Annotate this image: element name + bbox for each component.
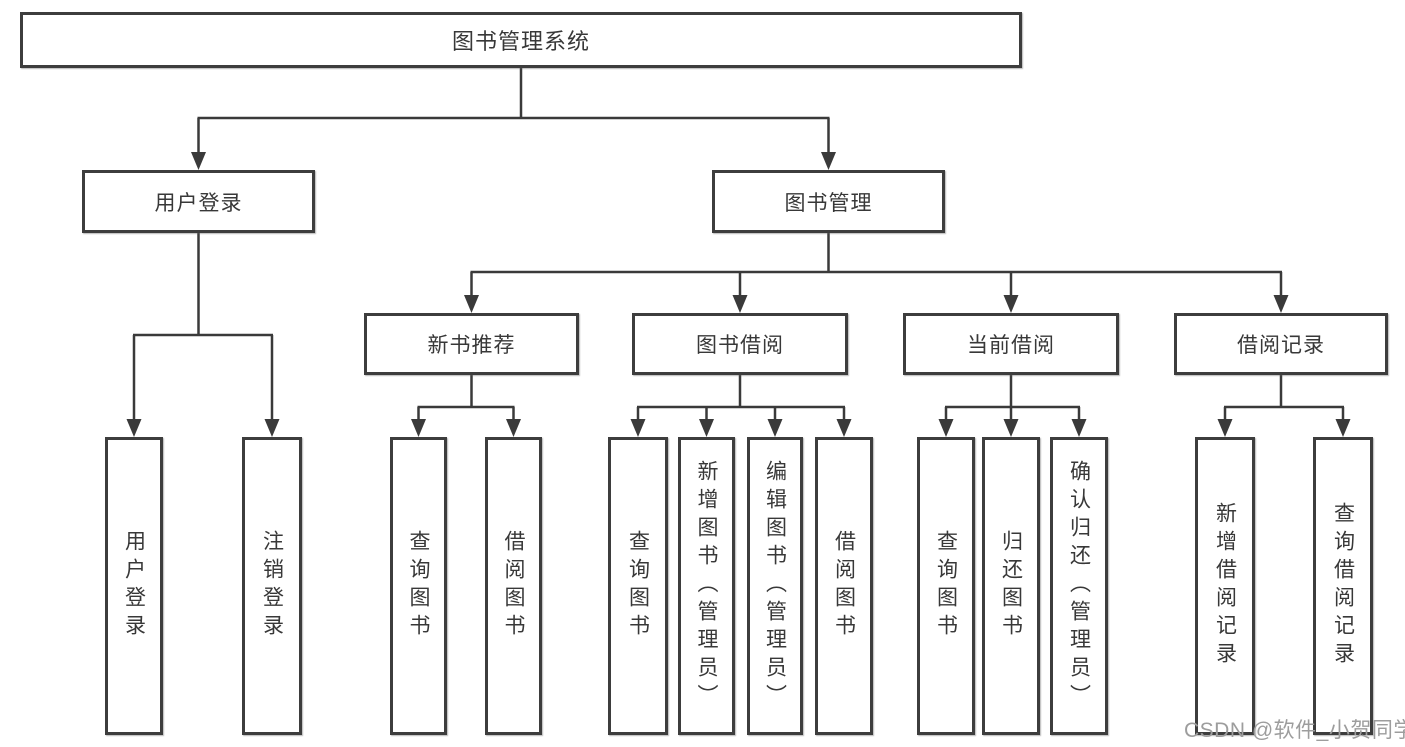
- node-br-query-record: 查询借阅记录: [1313, 437, 1373, 735]
- node-root: 图书管理系统: [20, 12, 1022, 68]
- csdn-watermark: CSDN @软件_小贺同学: [1184, 719, 1405, 742]
- arrowheads: [126, 152, 1351, 437]
- node-current-borrowing: 当前借阅: [903, 313, 1119, 375]
- node-bb-query-books: 查询图书: [608, 437, 668, 735]
- node-bb-edit-books-admin: 编辑图书（管理员）: [747, 437, 803, 735]
- node-borrowing-records: 借阅记录: [1174, 313, 1388, 375]
- node-nb-borrow-books: 借阅图书: [485, 437, 542, 735]
- node-cb-confirm-return-admin: 确认归还（管理员）: [1050, 437, 1108, 735]
- node-bb-add-books-admin: 新增图书（管理员）: [678, 437, 735, 735]
- node-book-borrowing: 图书借阅: [632, 313, 848, 375]
- node-nb-query-books: 查询图书: [390, 437, 447, 735]
- node-new-book-recommend: 新书推荐: [364, 313, 579, 375]
- node-cb-query-books: 查询图书: [917, 437, 975, 735]
- node-bb-borrow-books: 借阅图书: [815, 437, 873, 735]
- node-cb-return-books: 归还图书: [982, 437, 1040, 735]
- node-user-login-leaf: 用户登录: [105, 437, 163, 735]
- node-logout-leaf: 注销登录: [242, 437, 302, 735]
- node-br-add-record: 新增借阅记录: [1195, 437, 1255, 735]
- node-book-management: 图书管理: [712, 170, 945, 233]
- node-user-login: 用户登录: [82, 170, 315, 233]
